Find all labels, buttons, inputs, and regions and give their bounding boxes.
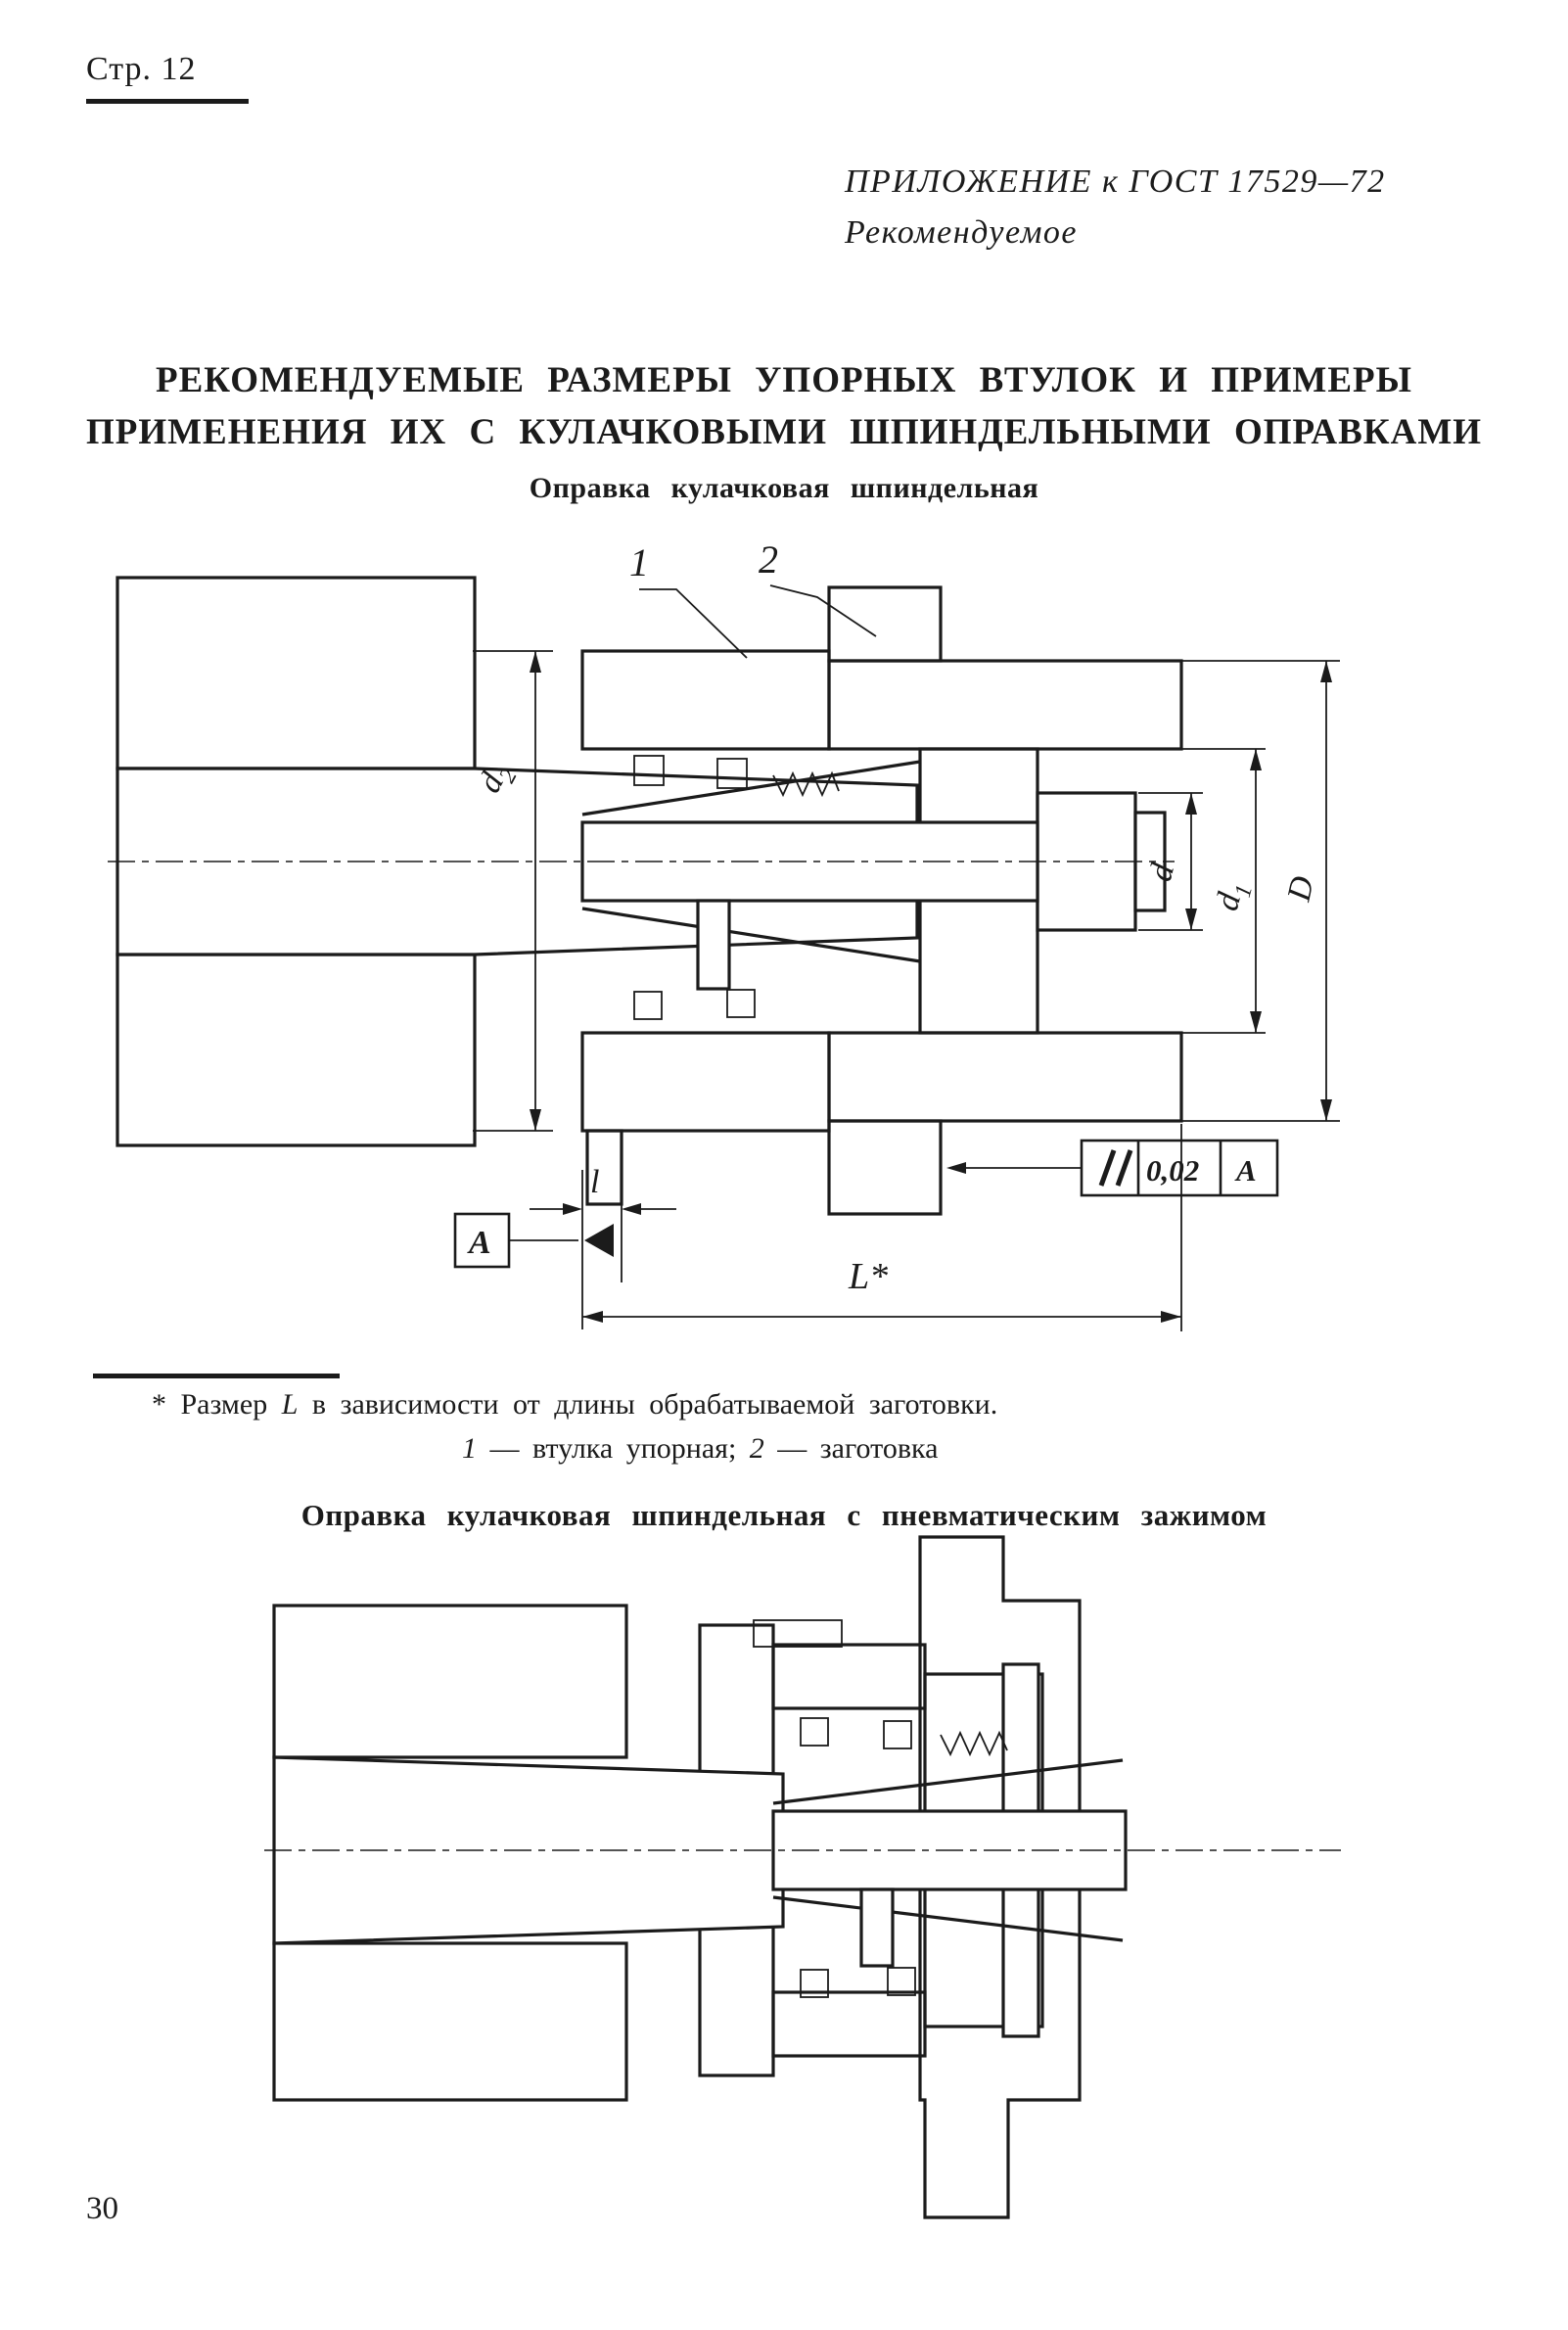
datum-A: A [453, 1212, 614, 1269]
mandrel-cap-top [580, 649, 831, 751]
svg-text:2: 2 [759, 537, 778, 582]
svg-text:L*: L* [848, 1256, 888, 1297]
spindle-section-2 [272, 1604, 628, 2102]
callout-1: 1 [629, 540, 748, 659]
legend-item2-num: 2 [749, 1432, 764, 1465]
tolerance-frame: 0,02 A [946, 1139, 1279, 1197]
svg-text:D: D [1280, 873, 1321, 906]
figure2-drawing [264, 1535, 1341, 2219]
svg-text:d1: d1 [1209, 877, 1258, 915]
callout-2: 2 [759, 537, 877, 637]
legend-item2-text: — заготовка [763, 1432, 939, 1465]
main-title: РЕКОМЕНДУЕМЫЕ РАЗМЕРЫ УПОРНЫХ ВТУЛОК И П… [0, 354, 1568, 458]
title-line1: РЕКОМЕНДУЕМЫЕ РАЗМЕРЫ УПОРНЫХ ВТУЛОК И П… [156, 360, 1412, 400]
legend-item1-text: — втулка упорная; [477, 1432, 750, 1465]
dimension-d1: d1 [1181, 748, 1266, 1034]
workpiece-flange-bottom [827, 1031, 1183, 1123]
footnote-prefix: * Размер [152, 1388, 282, 1421]
workpiece-flange-top [827, 659, 1183, 751]
title-line2: ПРИМЕНЕНИЯ ИХ С КУЛАЧКОВЫМИ ШПИНДЕЛЬНЫМИ… [85, 412, 1483, 452]
lock-pin [696, 899, 731, 991]
svg-text:1: 1 [629, 540, 649, 584]
cam-roller [883, 1720, 912, 1749]
workpiece-block-2 [918, 1535, 1082, 2219]
appendix-line1: ПРИЛОЖЕНИЕ к ГОСТ 17529—72 [845, 163, 1386, 200]
page-header: Стр. 12 [86, 51, 197, 87]
workpiece-block-bottom [827, 1119, 943, 1216]
figure1-drawing: 1 2 d2 d [108, 537, 1340, 1331]
dimension-D: D [1181, 660, 1340, 1122]
appendix-line2: Рекомендуемое [845, 214, 1078, 251]
dimension-l: l [530, 1164, 676, 1329]
mandrel-collar-2 [753, 1619, 843, 1648]
cam-roller [633, 991, 663, 1020]
cone-line-top-2 [772, 1758, 1124, 1805]
workpiece-block-top [827, 585, 943, 663]
cone-line-top [581, 760, 921, 816]
footnote-dim-L: L [281, 1388, 299, 1421]
parallelism-icon [1098, 1149, 1133, 1187]
mandrel-cap-bottom-2 [771, 1990, 927, 2058]
tolerance-value: 0,02 [1146, 1153, 1199, 1188]
legend-item1-num: 1 [462, 1432, 477, 1465]
mandrel-foot [585, 1129, 623, 1206]
mandrel-cap-top-2 [771, 1643, 927, 1710]
cam-roller [800, 1969, 829, 1998]
datum-label: A [467, 1225, 491, 1261]
callout-2-leader [769, 584, 877, 637]
cone-line-bottom-2 [772, 1895, 1124, 1942]
footnote-text: * Размер L в зависимости от длины обраба… [152, 1388, 997, 1421]
cam-roller [887, 1967, 916, 1996]
cam-roller [800, 1717, 829, 1747]
tolerance-leader-arrow [946, 1162, 966, 1174]
cam-roller [726, 989, 756, 1018]
figure1-caption: Оправка кулачковая шпиндельная [529, 472, 1039, 504]
figure2-caption: Оправка кулачковая шпиндельная с пневмат… [300, 1498, 1268, 1532]
figure-legend: 1 — втулка упорная; 2 — заготовка [462, 1432, 938, 1466]
workpiece-section [827, 585, 1183, 1216]
collet-internals-2 [771, 1717, 1128, 1998]
cam-roller [633, 755, 665, 786]
svg-text:l: l [590, 1164, 599, 1200]
header-underline [86, 99, 249, 104]
page-number: 30 [86, 2191, 118, 2226]
spring [772, 770, 840, 798]
spring-2 [940, 1730, 1008, 1757]
footnote-rule [93, 1374, 340, 1378]
tolerance-datum-ref: A [1234, 1153, 1257, 1188]
appendix-heading: ПРИЛОЖЕНИЕ к ГОСТ 17529—72 Рекомендуемое [845, 157, 1386, 258]
dimension-L: L* [582, 1124, 1182, 1331]
cone-line-bottom [581, 907, 921, 963]
footnote-suffix: в зависимости от длины обрабатываемой за… [298, 1388, 998, 1421]
callout-1-leader [639, 588, 748, 659]
datum-triangle [584, 1224, 614, 1257]
lock-pin-2 [859, 1887, 895, 1968]
cam-roller [716, 758, 748, 789]
mandrel-cap-bottom [580, 1031, 831, 1133]
